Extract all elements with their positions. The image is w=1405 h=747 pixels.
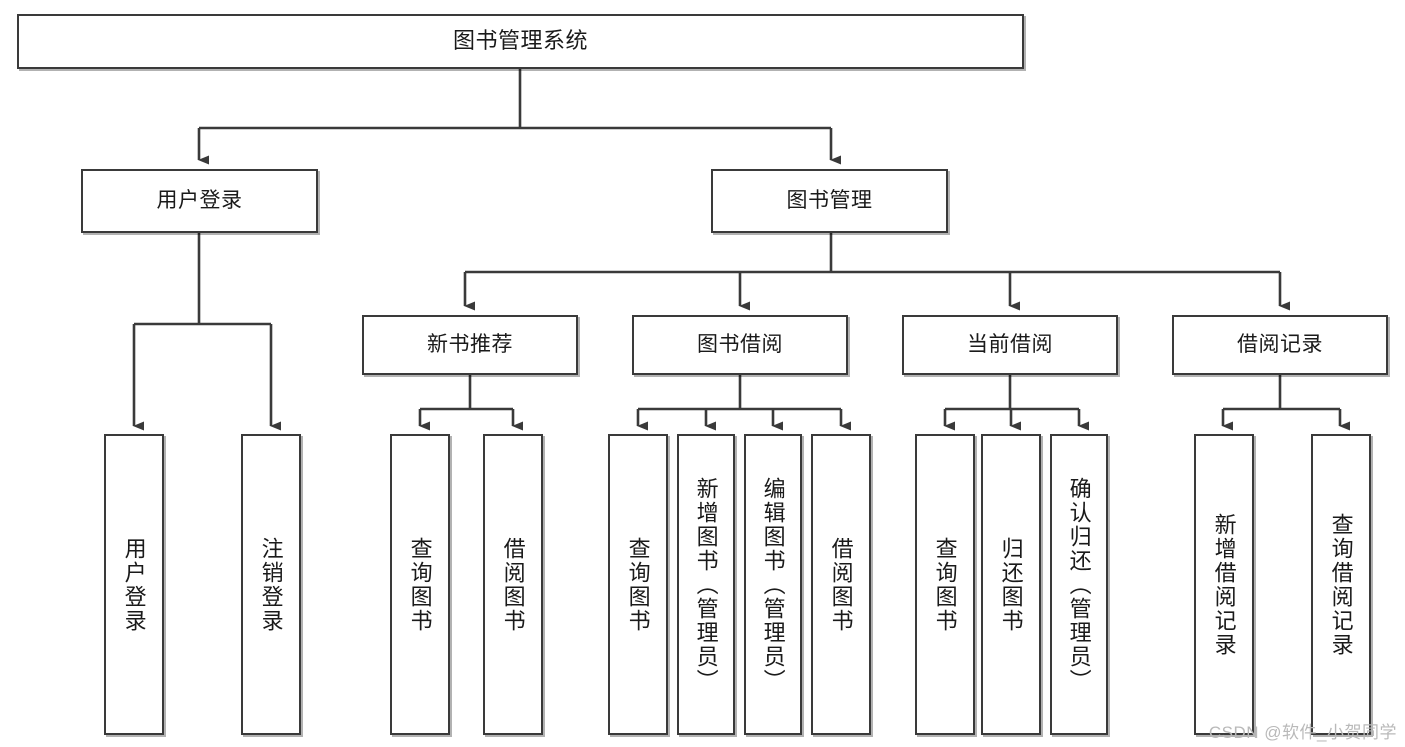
node-leaf-borrow-book-recommend-label: 借阅图书 [500, 536, 526, 633]
node-leaf-query-book-recommend-label: 查询图书 [407, 536, 433, 633]
node-leaf-query-book-current[interactable]: 查询图书 [915, 434, 975, 735]
node-user-login-label: 用户登录 [156, 189, 243, 213]
node-leaf-add-borrow-record-label: 新增借阅记录 [1211, 512, 1237, 657]
node-leaf-borrow-book-recommend[interactable]: 借阅图书 [483, 434, 543, 735]
node-current-borrow[interactable]: 当前借阅 [902, 315, 1118, 375]
watermark-text: CSDN @软件_小贺同学 [1208, 723, 1397, 742]
node-leaf-edit-book-admin[interactable]: 编辑图书（管理员） [744, 434, 802, 735]
node-leaf-confirm-return-admin[interactable]: 确认归还（管理员） [1050, 434, 1108, 735]
node-leaf-return-book-label: 归还图书 [998, 536, 1024, 633]
node-root-system-label: 图书管理系统 [452, 28, 588, 54]
node-leaf-logout[interactable]: 注销登录 [241, 434, 301, 735]
node-root-system[interactable]: 图书管理系统 [17, 14, 1024, 69]
node-book-management[interactable]: 图书管理 [711, 169, 948, 233]
node-leaf-user-login-label: 用户登录 [121, 536, 147, 633]
node-new-book-recommend[interactable]: 新书推荐 [362, 315, 578, 375]
node-leaf-edit-book-admin-label: 编辑图书（管理员） [760, 476, 786, 693]
node-leaf-confirm-return-admin-label: 确认归还（管理员） [1066, 476, 1092, 693]
node-leaf-query-borrow-record[interactable]: 查询借阅记录 [1311, 434, 1371, 735]
node-book-borrow[interactable]: 图书借阅 [632, 315, 848, 375]
node-leaf-borrow-book-label: 借阅图书 [828, 536, 854, 633]
node-user-login[interactable]: 用户登录 [81, 169, 318, 233]
node-borrow-record[interactable]: 借阅记录 [1172, 315, 1388, 375]
node-leaf-return-book[interactable]: 归还图书 [981, 434, 1041, 735]
node-borrow-record-label: 借阅记录 [1237, 333, 1323, 357]
node-leaf-add-book-admin-label: 新增图书（管理员） [693, 476, 719, 693]
node-leaf-query-book-borrow[interactable]: 查询图书 [608, 434, 668, 735]
node-book-management-label: 图书管理 [786, 189, 873, 213]
node-leaf-query-borrow-record-label: 查询借阅记录 [1328, 512, 1354, 657]
node-current-borrow-label: 当前借阅 [967, 333, 1053, 357]
node-leaf-add-book-admin[interactable]: 新增图书（管理员） [677, 434, 735, 735]
node-new-book-recommend-label: 新书推荐 [427, 333, 513, 357]
node-leaf-add-borrow-record[interactable]: 新增借阅记录 [1194, 434, 1254, 735]
node-leaf-query-book-borrow-label: 查询图书 [625, 536, 651, 633]
node-leaf-query-book-recommend[interactable]: 查询图书 [390, 434, 450, 735]
node-leaf-user-login[interactable]: 用户登录 [104, 434, 164, 735]
node-leaf-borrow-book[interactable]: 借阅图书 [811, 434, 871, 735]
node-book-borrow-label: 图书借阅 [697, 333, 783, 357]
node-leaf-query-book-current-label: 查询图书 [932, 536, 958, 633]
node-leaf-logout-label: 注销登录 [258, 536, 284, 633]
